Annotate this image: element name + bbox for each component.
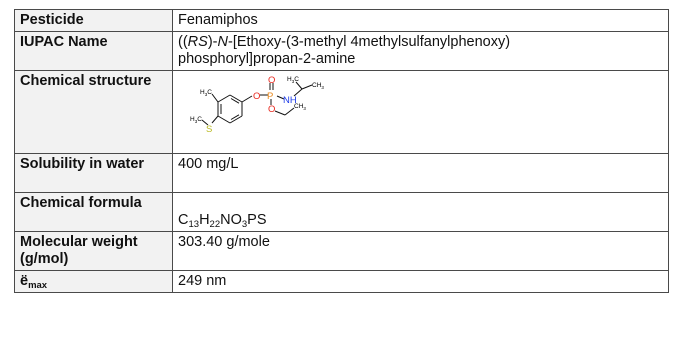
row-value: 303.40 g/mole bbox=[172, 231, 669, 271]
formula-subscript: 13 bbox=[188, 219, 200, 230]
atom-o-ethoxy: O bbox=[268, 104, 275, 115]
chemical-formula: C13H22NO3PS bbox=[178, 195, 662, 229]
table-row: Chemical structure bbox=[14, 70, 669, 154]
row-value: 249 nm bbox=[172, 270, 669, 293]
bonds bbox=[201, 81, 313, 126]
table-row: Solubility in water 400 mg/L bbox=[14, 153, 669, 193]
h3c-ring-label: H3C bbox=[200, 89, 212, 97]
atom-s: S bbox=[206, 124, 212, 135]
h3c-isopropyl-label: H3C bbox=[287, 76, 299, 84]
iupac-line2: phosphoryl]propan-2-amine bbox=[178, 51, 356, 67]
row-label: Pesticide bbox=[14, 9, 173, 32]
formula-element: C bbox=[178, 212, 189, 228]
iupac-name-value: ((RS)-N-[Ethoxy-(3-methyl 4methylsulfany… bbox=[172, 31, 669, 71]
table-row: Molecular weight (g/mol) 303.40 g/mole bbox=[14, 231, 669, 271]
row-label: Chemical formula bbox=[14, 192, 173, 232]
formula-element: PS bbox=[247, 212, 267, 228]
row-value: 400 mg/L bbox=[172, 153, 669, 193]
atom-labels: O P O NH O S H3C CH3 H3C CH3 H3C bbox=[190, 75, 324, 135]
properties-table: Pesticide Fenamiphos IUPAC Name ((RS)-N-… bbox=[14, 9, 669, 293]
row-label: IUPAC Name bbox=[14, 31, 173, 71]
row-label: Chemical structure bbox=[14, 70, 173, 154]
iupac-prefix: (( bbox=[178, 34, 188, 50]
chemical-structure-cell: O P O NH O S H3C CH3 H3C CH3 H3C bbox=[172, 70, 669, 154]
lambda-max-label: ëmax bbox=[14, 270, 173, 293]
ch3-isopropyl-label: CH3 bbox=[312, 82, 324, 90]
table-row: IUPAC Name ((RS)-N-[Ethoxy-(3-methyl 4me… bbox=[14, 31, 669, 71]
atom-o-double: O bbox=[268, 75, 275, 86]
row-label: Solubility in water bbox=[14, 153, 173, 193]
formula-subscript: 22 bbox=[209, 219, 221, 230]
formula-element: NO bbox=[220, 212, 242, 228]
row-label: Molecular weight (g/mol) bbox=[14, 231, 173, 271]
formula-subscript: 3 bbox=[241, 219, 248, 230]
iupac-mid: )- bbox=[207, 34, 218, 50]
chemical-structure-diagram: O P O NH O S H3C CH3 H3C CH3 H3C bbox=[190, 75, 324, 135]
atom-nh: NH bbox=[283, 95, 297, 106]
atom-p: P bbox=[267, 91, 273, 102]
formula-element: H bbox=[199, 212, 210, 228]
iupac-n: N bbox=[217, 34, 228, 50]
row-value: Fenamiphos bbox=[172, 9, 669, 32]
table-row: Pesticide Fenamiphos bbox=[14, 9, 669, 32]
table-row: Chemical formula C13H22NO3PS bbox=[14, 192, 669, 232]
chemical-formula-value: C13H22NO3PS bbox=[172, 192, 669, 232]
iupac-rs: RS bbox=[187, 34, 208, 50]
iupac-rest: -[Ethoxy-(3-methyl 4methylsulfanylphenox… bbox=[227, 34, 511, 50]
h3c-s-label: H3C bbox=[190, 116, 202, 124]
ch3-ethyl-label: CH3 bbox=[294, 103, 306, 111]
table-row: ëmax 249 nm bbox=[14, 270, 669, 293]
atom-o: O bbox=[253, 91, 260, 102]
